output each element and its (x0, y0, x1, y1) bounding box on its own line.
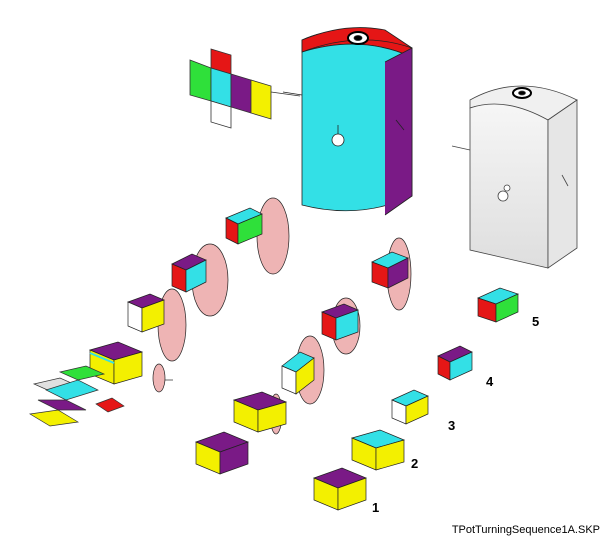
right-column-sequence (313, 287, 519, 511)
unfolded-net-bottom (28, 365, 125, 427)
large-colored-box (282, 27, 413, 216)
step-label-2: 2 (411, 456, 419, 471)
step-label-3: 3 (448, 418, 456, 433)
step-label-1: 1 (372, 500, 380, 515)
middle-column-sequence (195, 237, 412, 475)
step-label-4: 4 (486, 374, 494, 389)
left-column-sequence (88, 197, 290, 393)
unfolded-net-top (189, 48, 301, 129)
large-white-box (451, 85, 578, 269)
file-name-caption: TPotTurningSequence1A.SKP (451, 524, 600, 536)
step-label-5: 5 (532, 314, 540, 329)
